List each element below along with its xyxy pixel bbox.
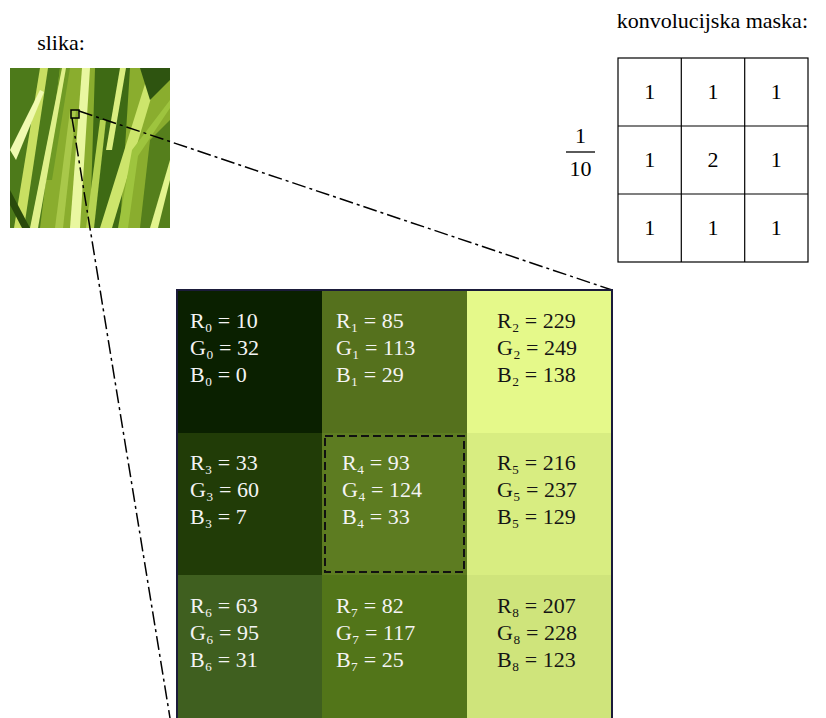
rgb-value: B₀ = 0 [190, 361, 330, 388]
pixel-cell: R₁ = 85G₁ = 113B₁ = 29 [322, 290, 475, 433]
pixel-cell: R₆ = 63G₆ = 95B₆ = 31 [177, 575, 330, 718]
rgb-value: B₅ = 129 [497, 503, 620, 530]
rgb-value: R₆ = 63 [190, 592, 330, 619]
rgb-value: G₂ = 249 [497, 334, 620, 361]
rgb-value: G₈ = 228 [497, 619, 620, 646]
mask-cell: 1 [745, 194, 808, 262]
rgb-value: R₁ = 85 [336, 307, 475, 334]
rgb-value: B₈ = 123 [497, 646, 620, 673]
pixel-cell: R₅ = 216G₅ = 237B₅ = 129 [467, 433, 620, 575]
fraction-bar [566, 151, 595, 152]
rgb-value: G₄ = 124 [342, 476, 475, 503]
rgb-value: R₈ = 207 [497, 592, 620, 619]
mask-cell: 1 [681, 194, 744, 262]
rgb-value: B₄ = 33 [342, 503, 475, 530]
rgb-value: R₄ = 93 [342, 449, 475, 476]
mask-table [618, 58, 808, 262]
mask-cell: 1 [618, 194, 681, 262]
zoom-leader [72, 118, 170, 718]
rgb-value: G₆ = 95 [190, 619, 330, 646]
grass-photo [10, 68, 170, 228]
mask-cell: 1 [745, 126, 808, 194]
mask-cell: 1 [681, 58, 744, 126]
mask-cell: 2 [681, 126, 744, 194]
image-label: slika: [11, 28, 111, 58]
rgb-value: R₅ = 216 [497, 449, 620, 476]
zoom-leader [79, 111, 612, 290]
rgb-value: B₆ = 31 [190, 646, 330, 673]
rgb-value: G₅ = 237 [497, 476, 620, 503]
pixel-cell: R₀ = 10G₀ = 32B₀ = 0 [177, 290, 330, 433]
rgb-value: B₂ = 138 [497, 361, 620, 388]
zoom-marker [71, 110, 79, 118]
rgb-value: R₀ = 10 [190, 307, 330, 334]
rgb-value: R₃ = 33 [190, 449, 330, 476]
pixel-cell: R₄ = 93G₄ = 124B₄ = 33 [322, 433, 475, 575]
mask-cell: 1 [745, 58, 808, 126]
rgb-value: G₁ = 113 [336, 334, 475, 361]
pixel-cell: R₈ = 207G₈ = 228B₈ = 123 [467, 575, 620, 718]
rgb-value: B₇ = 25 [336, 646, 475, 673]
rgb-value: B₃ = 7 [190, 503, 330, 530]
pixel-cell: R₂ = 229G₂ = 249B₂ = 138 [467, 290, 620, 433]
pixel-cell: R₃ = 33G₃ = 60B₃ = 7 [177, 433, 330, 575]
mask-cell: 1 [618, 58, 681, 126]
rgb-value: G₇ = 117 [336, 619, 475, 646]
mask-title: konvolucijska maska: [516, 6, 808, 36]
mask-cell: 1 [618, 126, 681, 194]
rgb-value: R₂ = 229 [497, 307, 620, 334]
fraction-numerator: 1 [560, 122, 601, 150]
rgb-value: B₁ = 29 [336, 361, 475, 388]
pixel-cell: R₇ = 82G₇ = 117B₇ = 25 [322, 575, 475, 718]
rgb-value: R₇ = 82 [336, 592, 475, 619]
fraction-denominator: 10 [560, 155, 601, 183]
rgb-value: G₀ = 32 [190, 334, 330, 361]
rgb-value: G₃ = 60 [190, 476, 330, 503]
